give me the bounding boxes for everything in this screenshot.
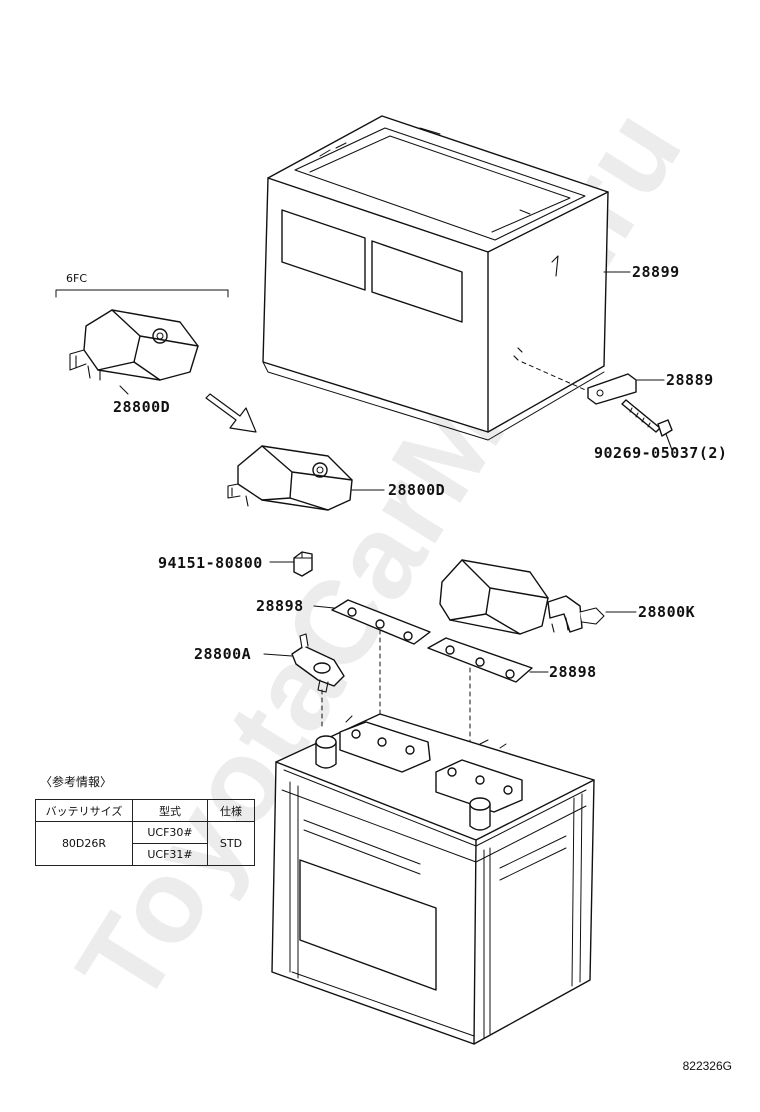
direction-arrow (205, 393, 257, 433)
terminal-cover-d-mid (227, 445, 385, 511)
cell-battery-size: 80D26R (35, 821, 133, 866)
part-number-bracket[interactable]: 28889 (666, 371, 714, 389)
bracket (587, 373, 665, 405)
battery-terminal (263, 633, 345, 693)
variant-label: 6FC (66, 272, 88, 285)
header-model: 型式 (132, 799, 208, 822)
part-number-plate-left[interactable]: 28898 (256, 597, 304, 615)
bolt (621, 399, 673, 451)
cell-model-2: UCF31# (132, 843, 208, 866)
nut (269, 551, 313, 577)
part-number-cover-k[interactable]: 28800K (638, 603, 696, 621)
battery (271, 713, 595, 1045)
cell-model-1: UCF30# (132, 821, 208, 844)
cell-spec: STD (207, 821, 255, 866)
reference-title: 〈参考情報〉 (40, 775, 113, 789)
part-number-nut[interactable]: 94151-80800 (158, 554, 263, 572)
part-number-cover-d-mid[interactable]: 28800D (388, 481, 446, 499)
plate-right (427, 637, 549, 683)
part-number-terminal[interactable]: 28800A (194, 645, 252, 663)
part-number-bolt[interactable]: 90269-05037(2) (594, 444, 728, 462)
header-battery-size: バッテリサイズ (35, 799, 133, 822)
reference-table: バッテリサイズ 型式 仕様 80D26R UCF30# STD UCF31# (35, 799, 255, 866)
part-number-plate-right[interactable]: 28898 (549, 663, 597, 681)
plate-left (313, 599, 431, 645)
diagram-code: 822326G (682, 1059, 732, 1073)
header-spec: 仕様 (207, 799, 255, 822)
battery-box (262, 115, 609, 441)
terminal-cover-k (439, 559, 637, 635)
terminal-cover-d-top (69, 309, 199, 395)
part-number-box[interactable]: 28899 (632, 263, 680, 281)
part-number-cover-d-top[interactable]: 28800D (113, 398, 171, 416)
